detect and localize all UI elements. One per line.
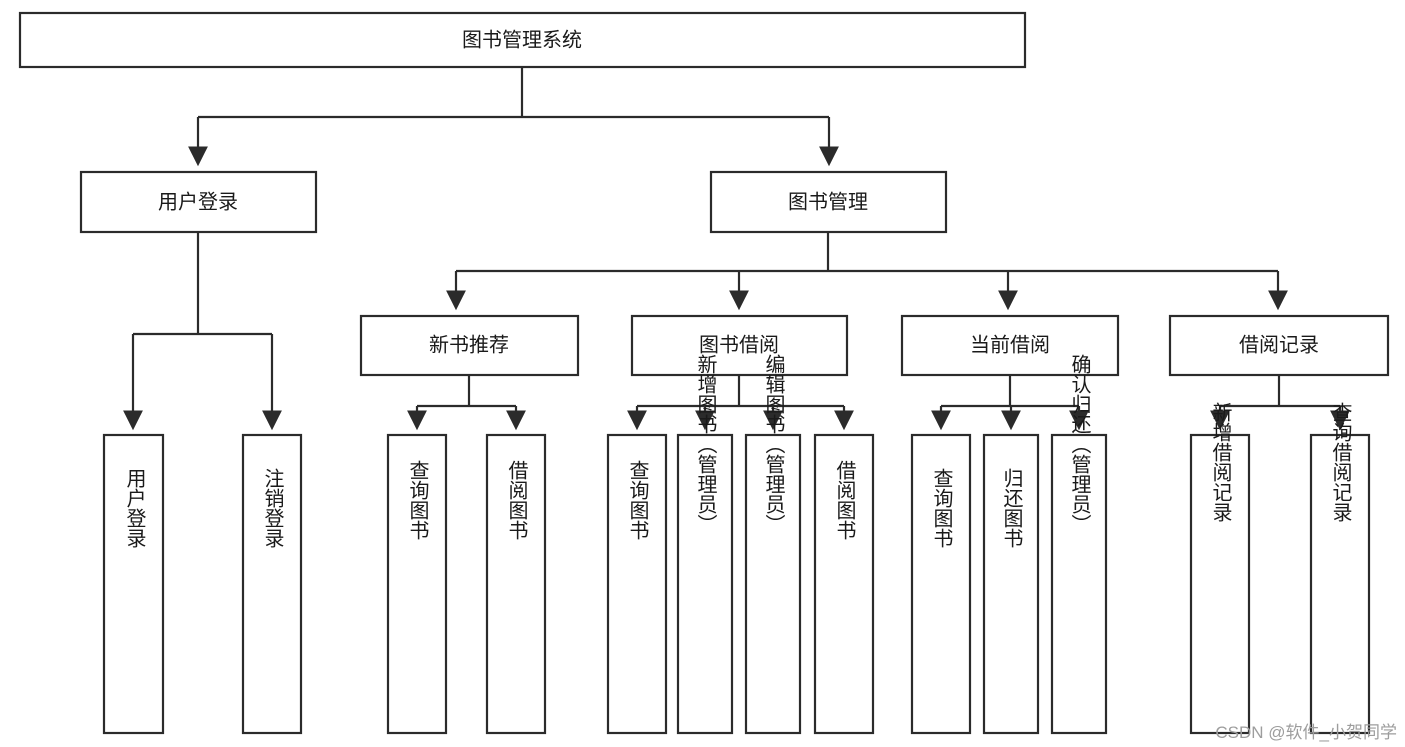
connector-bookborrow-to-leaves [627, 375, 854, 431]
node-leaf-query-borrow-record-label: 查询借阅记录 [1329, 402, 1352, 522]
node-root[interactable]: 图书管理系统 [18, 11, 1027, 69]
node-book-borrow[interactable]: 图书借阅 [630, 314, 849, 377]
node-root-box[interactable] [18, 11, 1027, 69]
node-leaf-query-book-borrow-label: 查询图书 [626, 460, 649, 540]
node-leaf-edit-book-box[interactable] [744, 433, 802, 735]
node-leaf-add-borrow-record-label: 新增借阅记录 [1209, 402, 1232, 522]
node-book-borrow-box[interactable] [630, 314, 849, 377]
node-user-login-label: 用户登录 [158, 190, 238, 213]
connector-bookmgmt-to-level2 [446, 232, 1288, 311]
node-borrow-record-box[interactable] [1168, 314, 1390, 377]
node-leaf-edit-book[interactable]: 编辑图书（管理员） [744, 354, 802, 735]
node-new-book-recommend[interactable]: 新书推荐 [359, 314, 580, 377]
node-book-management[interactable]: 图书管理 [709, 170, 948, 234]
node-book-management-label: 图书管理 [788, 190, 868, 213]
node-leaf-return-book-box[interactable] [982, 433, 1040, 735]
node-leaf-borrow-book-recommend-label: 借阅图书 [505, 460, 528, 540]
node-leaf-borrow-book-label: 借阅图书 [833, 460, 856, 540]
connector-currentborrow-to-leaves [931, 375, 1089, 431]
node-leaf-borrow-book-recommend-box[interactable] [485, 433, 547, 735]
node-leaf-query-book-recommend[interactable]: 查询图书 [386, 433, 448, 735]
node-leaf-query-borrow-record[interactable]: 查询借阅记录 [1309, 402, 1371, 735]
node-borrow-record[interactable]: 借阅记录 [1168, 314, 1390, 377]
node-leaf-confirm-return-label: 确认归还（管理员） [1068, 354, 1091, 534]
connector-borrowrecord-to-leaves [1210, 375, 1350, 431]
node-leaf-query-book-current[interactable]: 查询图书 [910, 433, 972, 735]
node-leaf-confirm-return-box[interactable] [1050, 433, 1108, 735]
node-leaf-add-book-box[interactable] [676, 433, 734, 735]
node-leaf-add-borrow-record-box[interactable] [1189, 433, 1251, 735]
node-leaf-logout-label: 注销登录 [261, 468, 284, 548]
connector-userlogin-to-leaves [123, 232, 282, 431]
node-leaf-borrow-book-box[interactable] [813, 433, 875, 735]
node-leaf-return-book[interactable]: 归还图书 [982, 433, 1040, 735]
connector-root-to-level1 [188, 67, 839, 167]
node-new-book-recommend-label: 新书推荐 [429, 333, 509, 356]
node-new-book-recommend-box[interactable] [359, 314, 580, 377]
node-leaf-query-book-recommend-box[interactable] [386, 433, 448, 735]
node-leaf-query-book-current-label: 查询图书 [930, 468, 953, 548]
node-leaf-edit-book-label: 编辑图书（管理员） [762, 354, 785, 534]
node-book-borrow-label: 图书借阅 [699, 333, 779, 356]
node-current-borrow-box[interactable] [900, 314, 1120, 377]
node-leaf-query-book-recommend-label: 查询图书 [406, 460, 429, 540]
node-leaf-return-book-label: 归还图书 [1000, 468, 1023, 548]
node-leaf-add-book-label: 新增图书（管理员） [694, 354, 717, 534]
connector-layer [123, 67, 1350, 431]
node-current-borrow-label: 当前借阅 [970, 333, 1050, 356]
node-leaf-query-borrow-record-box[interactable] [1309, 433, 1371, 735]
node-leaf-logout-box[interactable] [241, 433, 303, 735]
node-leaf-user-login-label: 用户登录 [123, 468, 146, 548]
connector-recommend-to-leaves [407, 375, 526, 431]
node-leaf-borrow-book-recommend[interactable]: 借阅图书 [485, 433, 547, 735]
node-leaf-add-borrow-record[interactable]: 新增借阅记录 [1189, 402, 1251, 735]
node-leaf-query-book-current-box[interactable] [910, 433, 972, 735]
node-leaf-query-book-borrow[interactable]: 查询图书 [606, 433, 668, 735]
node-root-label: 图书管理系统 [462, 28, 582, 51]
node-user-login-box[interactable] [79, 170, 318, 234]
node-leaf-add-book[interactable]: 新增图书（管理员） [676, 354, 734, 735]
node-book-management-box[interactable] [709, 170, 948, 234]
node-leaf-query-book-borrow-box[interactable] [606, 433, 668, 735]
node-current-borrow[interactable]: 当前借阅 [900, 314, 1120, 377]
node-leaf-user-login-box[interactable] [102, 433, 165, 735]
node-borrow-record-label: 借阅记录 [1239, 333, 1319, 356]
node-leaf-logout[interactable]: 注销登录 [241, 433, 303, 735]
node-leaf-user-login[interactable]: 用户登录 [102, 433, 165, 735]
node-leaf-borrow-book[interactable]: 借阅图书 [813, 433, 875, 735]
node-leaf-confirm-return[interactable]: 确认归还（管理员） [1050, 354, 1108, 735]
node-user-login[interactable]: 用户登录 [79, 170, 318, 234]
